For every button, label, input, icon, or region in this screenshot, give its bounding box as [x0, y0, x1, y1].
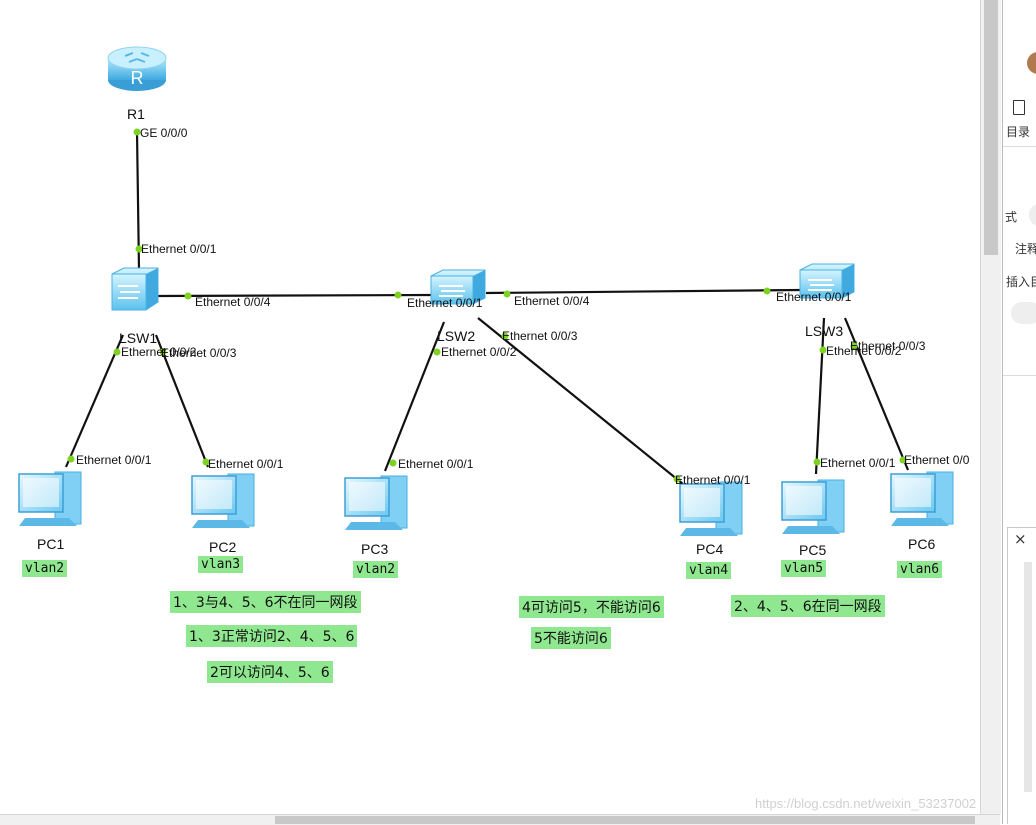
port-label-lsw3-e2: Ethernet 0/0/2	[826, 344, 902, 358]
side-panel: 目录 式 注释 插入目 ×	[1002, 0, 1036, 824]
vlan-tag-pc2: vlan3	[198, 556, 244, 573]
switch-lsw3-icon[interactable]	[799, 263, 855, 299]
port-label-pc6: Ethernet 0/0	[904, 453, 970, 467]
pc5-icon[interactable]	[781, 479, 845, 534]
divider	[1003, 375, 1036, 376]
port-label-lsw3-e3: Ethernet 0/0/3	[850, 339, 926, 353]
link-lsw2-lsw3[interactable]	[485, 288, 801, 295]
port-dots	[67, 128, 907, 483]
port-label-lsw2-e1: Ethernet 0/0/1	[407, 296, 483, 310]
topology-canvas: R	[18, 46, 970, 683]
device-name-pc5: PC5	[799, 542, 827, 558]
port-dot	[202, 458, 210, 466]
pc3-icon[interactable]	[344, 475, 408, 530]
device-name-pc3: PC3	[361, 541, 389, 557]
device-name-lsw2: LSW2	[437, 328, 476, 344]
pc1-icon[interactable]	[18, 471, 82, 526]
port-label-pc5: Ethernet 0/0/1	[820, 456, 896, 470]
pc6-icon[interactable]	[890, 471, 954, 526]
links	[64, 131, 910, 485]
port-label-lsw2-e3: Ethernet 0/0/3	[502, 329, 578, 343]
link-lsw1-pc1[interactable]	[64, 334, 125, 468]
note-subnet-2-4-5-6: 2、4、5、6在同一网段	[731, 595, 885, 617]
link-lsw2-pc4[interactable]	[477, 317, 684, 485]
vertical-scroll-thumb[interactable]	[984, 0, 998, 255]
device-name-pc4: PC4	[696, 541, 724, 557]
port-label-lsw3-e1: Ethernet 0/0/1	[776, 290, 852, 304]
switch-lsw2-icon[interactable]	[430, 269, 486, 305]
port-dot	[135, 245, 143, 253]
port-dot	[850, 342, 858, 350]
note-access-2: 2可以访问4、5、6	[207, 661, 333, 683]
port-dot	[67, 455, 75, 463]
note-access-5: 5不能访问6	[531, 627, 611, 649]
device-name-lsw3: LSW3	[805, 323, 844, 339]
link-lsw1-pc2[interactable]	[154, 334, 210, 468]
switch-lsw1-icon[interactable]	[111, 267, 159, 311]
device-name-pc6: PC6	[908, 536, 936, 552]
watermark: https://blog.csdn.net/weixin_53237002	[755, 796, 977, 811]
button-fragment[interactable]	[1029, 204, 1036, 226]
device-name-pc2: PC2	[209, 539, 237, 555]
vlan-tag-pc3: vlan2	[353, 561, 399, 578]
horizontal-scroll-thumb[interactable]	[275, 816, 975, 824]
port-label-pc2: Ethernet 0/0/1	[208, 457, 284, 471]
device-name-lsw1: LSW1	[119, 330, 158, 346]
pc4-icon[interactable]	[679, 481, 743, 536]
topology-diagram: R	[18, 46, 954, 536]
vlan-tag-pc5: vlan5	[781, 560, 827, 577]
port-dot	[673, 475, 681, 483]
popup-panel: ×	[1007, 527, 1036, 824]
style-fragment[interactable]: 式	[1005, 210, 1018, 224]
port-label-lsw1-e2: Ethernet 0/0/2	[121, 345, 197, 359]
port-dot	[819, 346, 827, 354]
device-name-pc1: PC1	[37, 536, 65, 552]
port-dot	[159, 348, 167, 356]
port-label-lsw1-uplink: Ethernet 0/0/1	[141, 242, 217, 256]
port-dot	[763, 287, 771, 295]
vlan-tag-pc4: vlan4	[686, 562, 732, 579]
port-label-lsw1-e4: Ethernet 0/0/4	[195, 295, 271, 309]
note-access-1-3: 1、3正常访问2、4、5、6	[186, 625, 358, 647]
port-dot	[389, 459, 397, 467]
avatar[interactable]	[1027, 52, 1036, 74]
svg-text:R: R	[131, 68, 144, 88]
link-lsw1-lsw2[interactable]	[157, 293, 433, 298]
port-dot	[433, 348, 441, 356]
toc-icon[interactable]	[1013, 100, 1025, 115]
port-dot	[813, 458, 821, 466]
pill-fragment[interactable]	[1011, 302, 1036, 324]
toc-label[interactable]: 目录	[1006, 125, 1031, 139]
port-dot	[113, 348, 121, 356]
port-label-pc3: Ethernet 0/0/1	[398, 457, 474, 471]
horizontal-scrollbar[interactable]	[0, 814, 1000, 825]
divider	[1003, 146, 1036, 147]
port-dot	[501, 332, 509, 340]
vertical-scrollbar[interactable]	[980, 0, 1001, 814]
link-lsw2-pc3[interactable]	[383, 321, 446, 472]
comment-fragment[interactable]: 注释	[1015, 242, 1036, 256]
note-subnet-1-3: 1、3与4、5、6不在同一网段	[170, 591, 361, 613]
port-label-pc1: Ethernet 0/0/1	[76, 453, 152, 467]
port-dot	[133, 128, 141, 136]
link-lsw3-pc5[interactable]	[814, 317, 826, 475]
port-label-lsw2-e2: Ethernet 0/0/2	[441, 345, 517, 359]
port-dot	[503, 290, 511, 298]
port-label-pc4: Ethernet 0/0/1	[675, 473, 751, 487]
port-dot	[394, 291, 402, 299]
port-label-lsw1-e3: Ethernet 0/0/3	[161, 346, 237, 360]
port-dot	[899, 456, 907, 464]
vlan-tag-pc1: vlan2	[22, 560, 68, 577]
popup-scrollbar[interactable]	[1024, 562, 1032, 792]
device-name-r1: R1	[127, 106, 145, 122]
note-access-4: 4可访问5，不能访问6	[519, 596, 664, 618]
close-icon[interactable]: ×	[1014, 530, 1027, 548]
router-r1-icon[interactable]: R	[107, 46, 167, 91]
vlan-tag-pc6: vlan6	[897, 561, 943, 578]
insert-toc-fragment[interactable]: 插入目	[1006, 275, 1036, 289]
pc2-icon[interactable]	[191, 473, 255, 528]
port-label-r1-ge: GE 0/0/0	[140, 126, 188, 140]
port-label-lsw2-e4: Ethernet 0/0/4	[514, 294, 590, 308]
port-dot	[184, 292, 192, 300]
